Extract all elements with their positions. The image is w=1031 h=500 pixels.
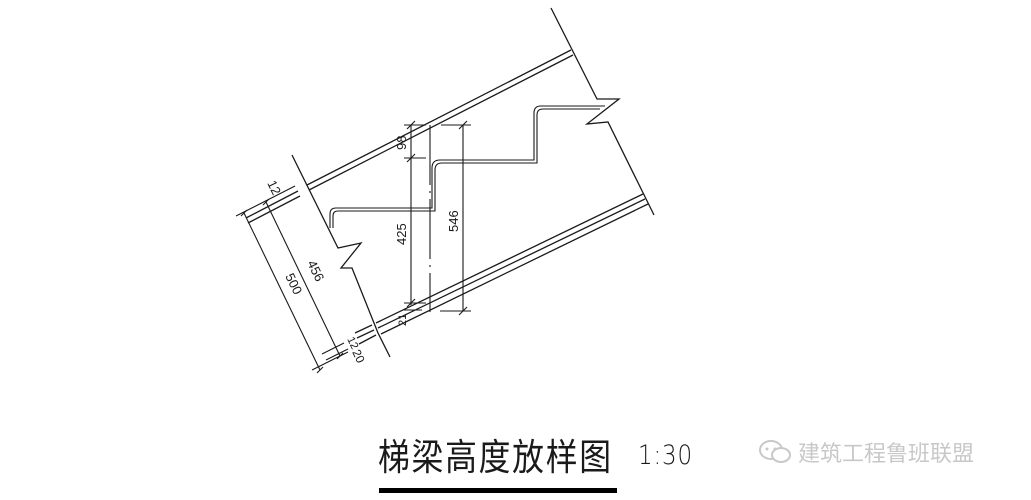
drawing-scale: 1:30 xyxy=(638,440,693,471)
drawing-title: 梯梁高度放样图 xyxy=(378,436,613,479)
dim-500: 500 xyxy=(282,271,305,297)
upper-slab-lines xyxy=(245,49,574,224)
watermark: 建筑工程鲁班联盟 xyxy=(758,436,974,468)
right-dimension: 546 xyxy=(440,120,471,316)
dim-12-top: 12 xyxy=(264,178,284,198)
dim-456: 456 xyxy=(304,258,327,284)
dim-425: 425 xyxy=(394,223,409,245)
dim-12-bottom: 12 xyxy=(344,335,360,351)
left-dimension-chain: 12 456 500 12 20 xyxy=(235,178,368,374)
title-underline xyxy=(379,488,617,493)
right-break-line xyxy=(550,7,655,216)
left-break-line xyxy=(291,154,391,358)
rebar-profile xyxy=(329,105,605,228)
watermark-text: 建筑工程鲁班联盟 xyxy=(798,442,975,467)
mid-dimension-chain: 98 425 21 xyxy=(394,120,426,326)
lower-slab-lines xyxy=(354,193,649,345)
dim-98: 98 xyxy=(394,136,409,150)
wechat-icon xyxy=(759,440,791,463)
dim-546: 546 xyxy=(446,210,461,232)
dim-21: 21 xyxy=(397,314,409,326)
dim-20: 20 xyxy=(349,347,368,365)
